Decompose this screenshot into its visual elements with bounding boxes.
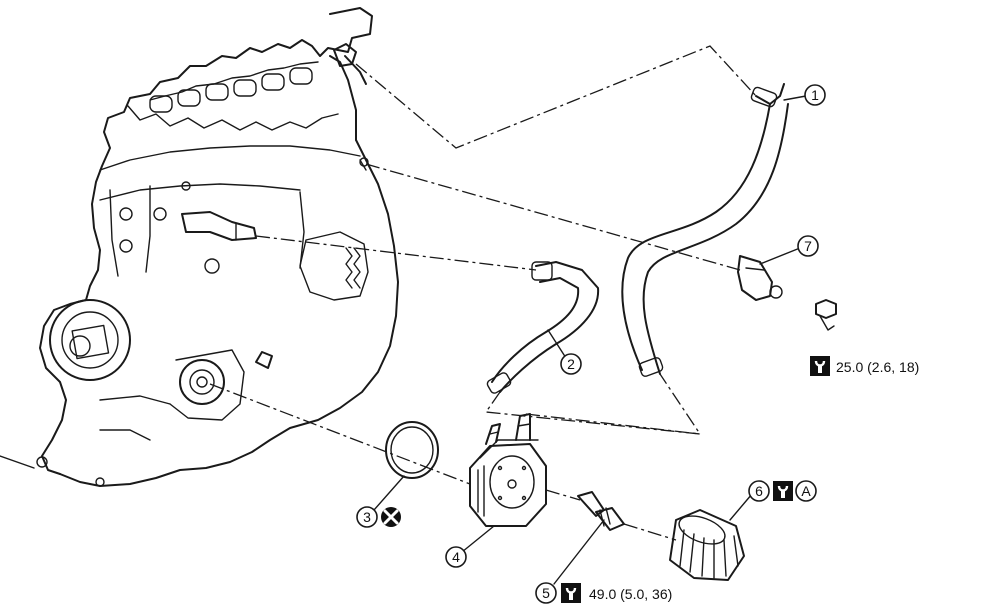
torque-value-connector: 49.0 (5.0, 36): [589, 586, 672, 602]
svg-text:5: 5: [542, 585, 550, 601]
bracket-bolt: [815, 299, 837, 331]
svg-text:7: 7: [804, 238, 812, 254]
svg-text:A: A: [801, 483, 811, 499]
alignment-lines: [209, 45, 757, 541]
water-hose-2: [486, 261, 600, 394]
callout-3: 3: [356, 506, 378, 528]
engine-block: [0, 7, 399, 487]
o-ring-3: [385, 421, 439, 479]
svg-text:3: 3: [363, 509, 371, 525]
torque-value-bolt: 25.0 (2.6, 18): [836, 359, 919, 375]
leader-lines: [373, 95, 807, 585]
callout-6: 6: [748, 480, 770, 502]
oil-filter-6: [669, 509, 745, 581]
x-in-circle-icon: [381, 507, 401, 527]
hose-bracket-7: [737, 255, 783, 301]
oil-cooler-4: [469, 413, 547, 527]
callout-1: 1: [804, 84, 826, 106]
torque-wrench-icon: [561, 583, 581, 603]
callout-4: 4: [445, 546, 467, 568]
water-hose-1: [621, 83, 789, 377]
note-a-badge: A: [795, 480, 817, 502]
svg-text:1: 1: [811, 87, 819, 103]
torque-wrench-icon: [773, 481, 793, 501]
svg-text:6: 6: [755, 483, 763, 499]
svg-text:2: 2: [567, 356, 575, 372]
callout-2: 2: [560, 353, 582, 375]
svg-text:4: 4: [452, 549, 460, 565]
callout-7: 7: [797, 235, 819, 257]
torque-wrench-icon: [810, 356, 830, 376]
callout-5: 5: [535, 582, 557, 604]
